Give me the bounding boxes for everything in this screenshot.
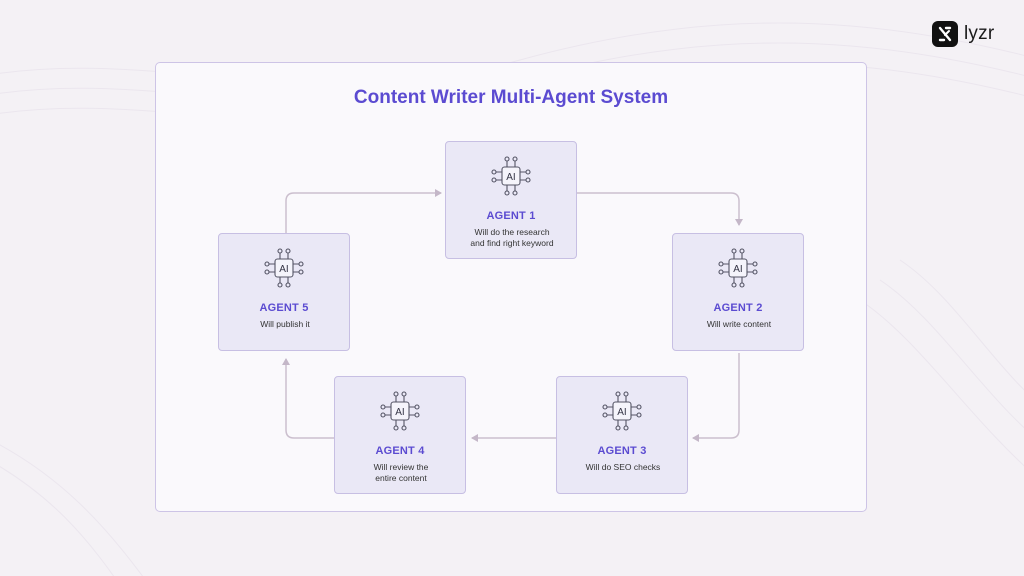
arrow-agent2-to-agent3: [692, 353, 740, 442]
agent-name: AGENT 5: [259, 302, 309, 314]
agent-card-4: AI AGENT 4 Will review the entire conten…: [334, 376, 466, 494]
lyzr-logo-text: lyzr: [964, 23, 995, 44]
agent-card-3: AI AGENT 3 Will do SEO checks: [556, 376, 688, 494]
ai-chip-label: AI: [395, 407, 404, 418]
agent-name: AGENT 4: [375, 445, 425, 457]
ai-chip-icon: AI: [718, 248, 758, 288]
agent-description: Will publish it: [260, 319, 310, 329]
agent-card-5: AI AGENT 5 Will publish it: [218, 233, 350, 351]
ai-chip-icon: AI: [264, 248, 304, 288]
agent-card-1: AI AGENT 1 Will do the research and find…: [445, 141, 577, 259]
lyzr-logo: lyzr: [932, 21, 994, 47]
agent-name: AGENT 1: [486, 210, 536, 222]
agent-description: Will write content: [706, 319, 772, 329]
ai-chip-label: AI: [733, 264, 742, 275]
agent-name: AGENT 3: [597, 445, 647, 457]
diagram-title: Content Writer Multi-Agent System: [353, 87, 669, 108]
lyzr-logo-icon: [932, 21, 958, 47]
ai-chip-icon: AI: [491, 156, 531, 196]
ai-chip-icon: AI: [380, 391, 420, 431]
logo-glyph-icon: [938, 26, 952, 42]
ai-chip-label: AI: [506, 172, 515, 183]
ai-chip-icon: AI: [602, 391, 642, 431]
arrow-agent4-to-agent5: [282, 358, 334, 439]
arrow-agent5-to-agent1: [285, 189, 442, 233]
agent-name: AGENT 2: [713, 302, 763, 314]
ai-chip-label: AI: [617, 407, 626, 418]
agent-description: Will review the entire content: [373, 462, 429, 483]
ai-chip-label: AI: [279, 264, 288, 275]
agent-description: Will do SEO checks: [585, 462, 661, 472]
arrow-agent1-to-agent2: [577, 192, 743, 226]
agent-card-2: AI AGENT 2 Will write content: [672, 233, 804, 351]
agent-description: Will do the research and find right keyw…: [470, 227, 554, 248]
diagram-canvas: Content Writer Multi-Agent System: [155, 62, 867, 512]
